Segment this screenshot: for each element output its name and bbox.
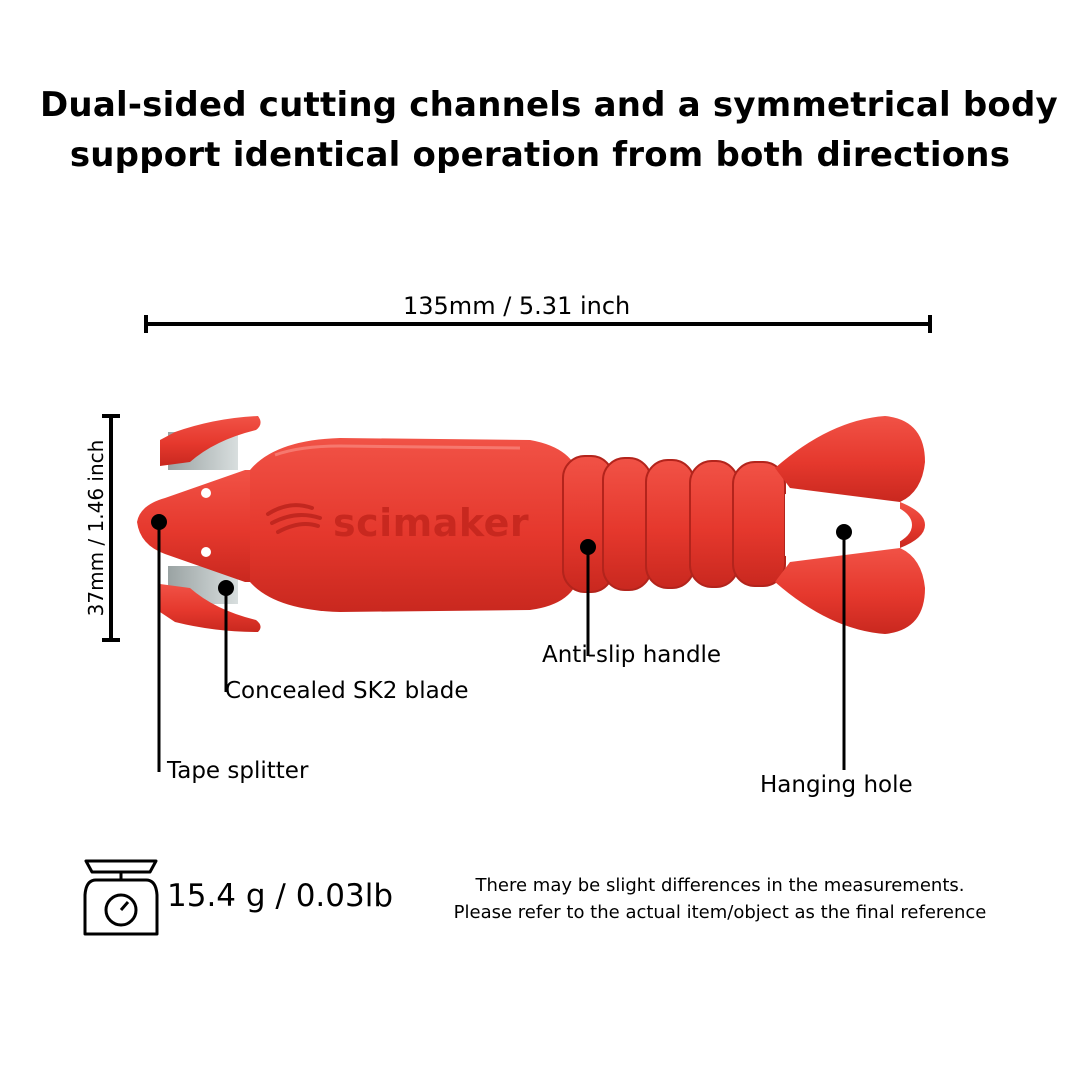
callout-blade-pointer xyxy=(218,580,234,692)
headline-line-1: Dual-sided cutting channels and a symmet… xyxy=(40,85,1058,125)
callout-tape-splitter-pointer xyxy=(151,514,167,772)
weight-value: 15.4 g / 0.03lb xyxy=(167,878,394,914)
measurement-disclaimer: There may be slight differences in the m… xyxy=(420,872,1020,926)
brand-logo: scimaker xyxy=(333,501,530,545)
width-dimension-label: 135mm / 5.31 inch xyxy=(403,292,631,320)
callout-hanging-hole-pointer xyxy=(836,524,852,770)
callout-hanging-hole: Hanging hole xyxy=(760,772,913,798)
disclaimer-line-1: There may be slight differences in the m… xyxy=(475,875,965,896)
cutter-body xyxy=(137,416,925,634)
callout-blade: Concealed SK2 blade xyxy=(225,678,469,704)
width-dimension-line xyxy=(144,315,932,333)
height-dimension-text: 37mm / 1.46 inch xyxy=(84,439,108,617)
brand-logo-mark xyxy=(266,503,322,534)
callout-tape-splitter: Tape splitter xyxy=(167,758,309,784)
disclaimer-line-2: Please refer to the actual item/object a… xyxy=(453,902,987,923)
headline: Dual-sided cutting channels and a symmet… xyxy=(40,80,1058,180)
kitchen-scale-icon xyxy=(83,859,159,936)
headline-line-2: support identical operation from both di… xyxy=(69,135,1011,175)
callout-handle-pointer xyxy=(580,539,596,656)
height-dimension-line xyxy=(102,414,120,642)
callout-handle: Anti-slip handle xyxy=(542,642,722,668)
